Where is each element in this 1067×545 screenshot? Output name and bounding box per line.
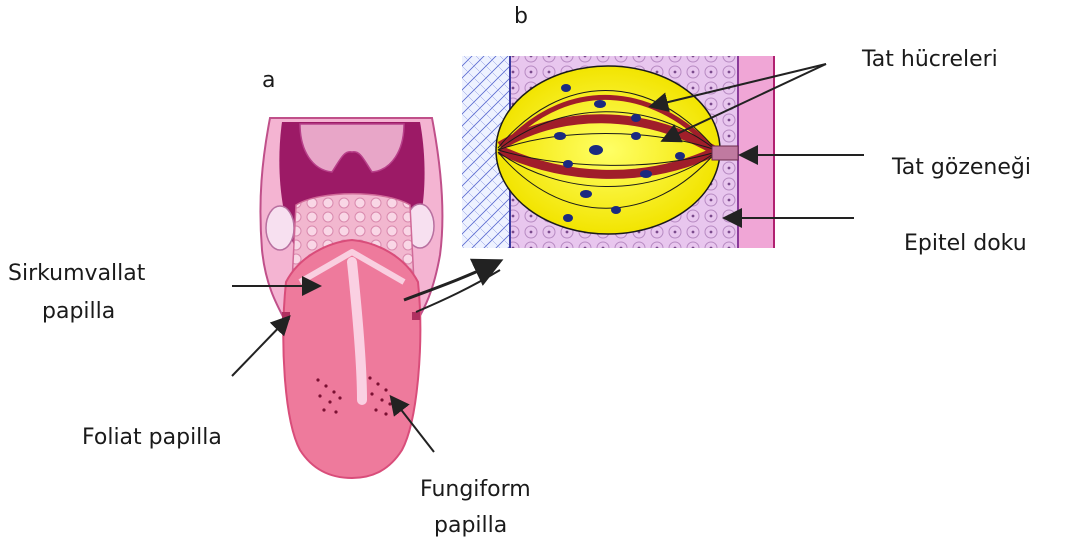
taste-pore (712, 146, 738, 160)
taste-bud-section (462, 56, 774, 248)
arrow-foliat (232, 318, 288, 376)
label-fungiform-line1: Fungiform (420, 476, 531, 504)
foliate-mark-right (412, 312, 420, 320)
label-tat-gozenegi: Tat gözeneği (892, 154, 1031, 182)
left-tonsil (266, 206, 294, 250)
panel-letter-a: a (262, 68, 275, 94)
label-epitel-doku: Epitel doku (904, 230, 1027, 258)
label-foliat: Foliat papilla (82, 424, 222, 452)
tongue-illustration (260, 118, 442, 478)
panel-letter-b: b (514, 4, 528, 30)
label-sirkumvallat-line1: Sirkumvallat (8, 260, 145, 288)
label-tat-hucreleri: Tat hücreleri (862, 46, 998, 74)
taste-bud (496, 66, 720, 234)
label-sirkumvallat-line2: papilla (42, 298, 115, 326)
label-fungiform-line2: papilla (434, 512, 507, 540)
